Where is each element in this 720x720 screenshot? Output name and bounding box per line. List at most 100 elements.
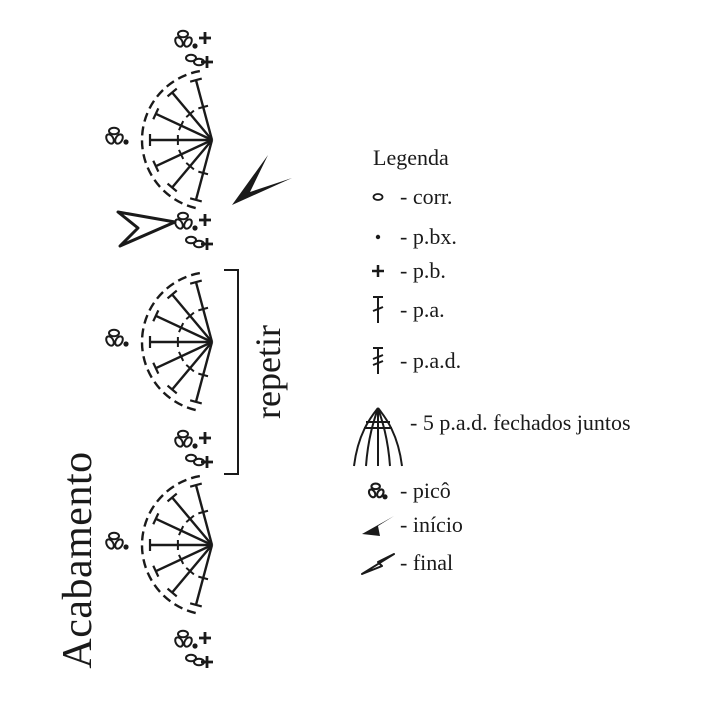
legend-item-double-crochet: - p.a. — [350, 295, 445, 325]
treble-stitch-mark — [194, 484, 214, 546]
stitch-top-mark — [152, 565, 160, 578]
chain-mark — [108, 531, 120, 541]
treble-stitch-mark — [194, 281, 214, 343]
stitch-top-mark — [152, 107, 160, 120]
legend-item-start: - início — [350, 510, 463, 540]
crossbar-mark — [185, 514, 195, 523]
stitch-top-mark — [166, 289, 178, 300]
legend-item-treble-crochet: - p.a.d. — [350, 346, 461, 376]
slip-stitch-mark — [123, 544, 129, 550]
treble-stitch-mark — [171, 544, 213, 594]
chain-arc-mark — [140, 474, 201, 616]
treble-stitch-mark — [194, 79, 214, 141]
single-crochet-mark — [201, 238, 213, 250]
chain-mark — [177, 29, 189, 39]
legend-item-single-crochet: - p.b. — [350, 256, 446, 286]
stitch-top-mark — [189, 399, 203, 405]
crossbar-mark — [178, 525, 185, 536]
treble-stitch-mark — [155, 517, 213, 547]
crossbar-mark — [185, 162, 195, 171]
stitch-top-mark — [166, 182, 178, 193]
chain-oval-icon — [350, 182, 406, 212]
single-crochet-mark — [199, 32, 211, 44]
stitch-top-mark — [166, 384, 178, 395]
slip-stitch-mark — [192, 443, 198, 449]
chain-mark — [183, 218, 193, 230]
stitch-top-mark — [152, 362, 160, 375]
legend-label: - início — [400, 512, 463, 537]
stitch-top-mark — [152, 512, 160, 525]
chain-mark — [108, 328, 120, 338]
legend-label: - picô — [400, 478, 451, 503]
treble-stitch-mark — [194, 139, 214, 201]
chain-mark — [177, 211, 189, 221]
start-marker — [232, 155, 292, 205]
chain-mark — [183, 436, 193, 448]
slip-stitch-mark — [192, 43, 198, 49]
treble-crochet-icon — [350, 346, 406, 376]
treble-stitch-mark — [171, 139, 213, 189]
chain-mark — [105, 133, 115, 145]
chain-mark — [185, 53, 197, 63]
legend-label: - p.a.d. — [400, 348, 462, 373]
legend-item-picot: - picô — [350, 476, 451, 506]
crossbar-mark — [178, 351, 185, 362]
single-crochet-mark — [199, 214, 211, 226]
legend-label: - final — [400, 550, 454, 575]
treble-stitch-mark — [171, 496, 213, 546]
single-crochet-mark — [201, 456, 213, 468]
crossbar-mark — [185, 311, 195, 320]
treble-stitch-mark — [155, 112, 213, 142]
chain-mark — [185, 453, 197, 463]
chain-mark — [185, 653, 197, 663]
slip-stitch-mark — [192, 225, 198, 231]
stitch-top-mark — [152, 309, 160, 322]
chain-mark — [174, 218, 184, 230]
stitch-top-mark — [166, 492, 178, 503]
treble-stitch-mark — [155, 314, 213, 344]
chain-mark — [177, 429, 189, 439]
legend-label: - p.bx. — [400, 224, 457, 249]
treble-stitch-mark — [171, 293, 213, 343]
legend-label: - p.a. — [400, 297, 445, 322]
chart-title: Acabamento — [55, 451, 101, 669]
crossbar-mark — [178, 554, 185, 565]
end-arrow-icon — [350, 548, 406, 578]
cluster-5-treble-icon — [348, 404, 408, 475]
chain-mark — [108, 126, 120, 136]
slip-stitch-mark — [123, 139, 129, 145]
chain-mark — [114, 538, 124, 550]
start-arrow-icon — [350, 510, 406, 540]
legend-label: - p.b. — [400, 258, 446, 283]
legend-item-end: - final — [350, 548, 453, 578]
slip-stitch-mark — [123, 341, 129, 347]
double-crochet-icon — [350, 295, 406, 325]
chain-mark — [105, 538, 115, 550]
legend-label: - corr. — [400, 184, 453, 209]
legend-heading: Legenda — [373, 145, 449, 170]
chain-mark — [114, 335, 124, 347]
treble-stitch-mark — [194, 341, 214, 403]
chain-mark — [174, 636, 184, 648]
legend-item-slip-stitch: - p.bx. — [350, 222, 457, 252]
single-crochet-mark — [199, 432, 211, 444]
stitch-top-mark — [189, 602, 203, 608]
chain-mark — [177, 629, 189, 639]
single-crochet-mark — [201, 56, 213, 68]
chart-body — [105, 29, 214, 668]
stitch-top-mark — [189, 482, 203, 488]
crossbar-mark — [198, 509, 209, 515]
chain-arc-mark — [140, 271, 201, 413]
stitch-top-mark — [166, 87, 178, 98]
crossbar-mark — [185, 364, 195, 373]
chain-mark — [114, 133, 124, 145]
single-crochet-plus-icon — [350, 256, 406, 286]
crossbar-mark — [178, 322, 185, 333]
treble-stitch-mark — [155, 138, 213, 168]
crossbar-mark — [198, 170, 209, 176]
treble-stitch-mark — [171, 91, 213, 141]
crossbar-mark — [178, 120, 185, 131]
single-crochet-mark — [199, 632, 211, 644]
stitch-top-mark — [166, 587, 178, 598]
chain-mark — [183, 36, 193, 48]
